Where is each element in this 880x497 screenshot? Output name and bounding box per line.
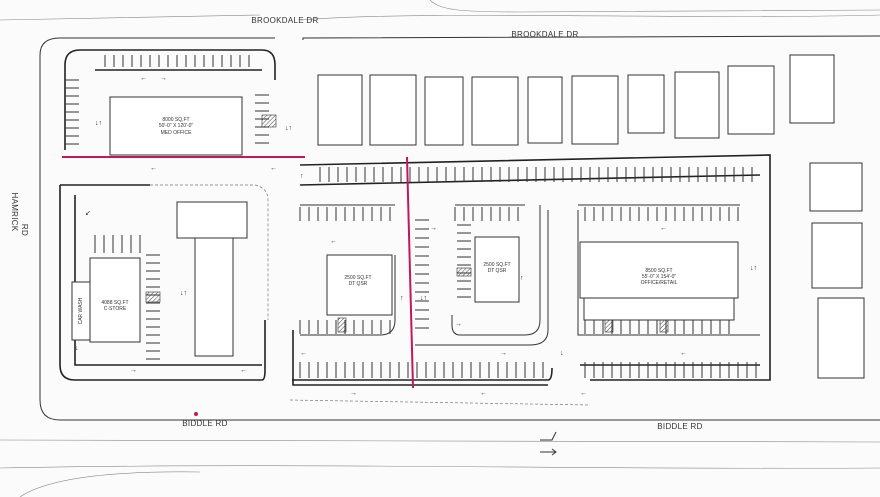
traffic-arrow-icon: ↓ bbox=[560, 350, 564, 357]
building-qsr-2: 2500 SQ.FT DT QSR bbox=[474, 236, 520, 303]
office-retail-area: 8500 SQ.FT bbox=[645, 268, 672, 274]
med-office-dims: 50'-0" X 120'-0" bbox=[159, 123, 194, 129]
traffic-arrow-icon: ↑ bbox=[400, 295, 404, 302]
qsr-1-area: 2500 SQ.FT bbox=[344, 275, 371, 281]
road-label-brookdale-left: BROOKDALE DR bbox=[251, 16, 318, 25]
traffic-arrow-icon: ↑ bbox=[300, 173, 304, 180]
qsr-2-use: DT QSR bbox=[488, 268, 507, 274]
qsr-2-area: 2500 SQ.FT bbox=[483, 262, 510, 268]
traffic-arrow-icon: ← bbox=[150, 165, 157, 172]
traffic-arrow-icon: ← bbox=[300, 350, 307, 357]
traffic-arrow-icon: ← bbox=[140, 75, 147, 82]
c-store-use: C-STORE bbox=[104, 306, 127, 312]
office-retail-dims: 55'-0" X 154'-0" bbox=[642, 274, 677, 280]
survey-marker bbox=[194, 412, 198, 416]
traffic-arrow-icon: ↓↑ bbox=[95, 120, 102, 127]
traffic-arrow-icon: ↓↑ bbox=[285, 125, 292, 132]
turn-lane-arrows bbox=[540, 431, 557, 456]
road-label-hamrick-2: RD bbox=[20, 224, 29, 236]
building-c-store: 4088 SQ.FT C-STORE CAR WASH bbox=[71, 201, 248, 357]
road-label-biddle-left: BIDDLE RD bbox=[182, 419, 227, 428]
traffic-arrow-icon: ← bbox=[480, 390, 487, 397]
road-label-brookdale-right: BROOKDALE DR bbox=[511, 30, 578, 39]
traffic-arrow-icon: → bbox=[430, 225, 437, 232]
med-office-area: 8000 SQ.FT bbox=[162, 117, 189, 123]
traffic-arrow-icon: ↑ bbox=[520, 275, 524, 282]
traffic-arrow-icon: → bbox=[130, 367, 137, 374]
office-retail-use: OFFICE/RETAIL bbox=[641, 280, 678, 286]
traffic-arrow-icon: ← bbox=[330, 238, 337, 245]
traffic-arrow-icon: ↓ bbox=[75, 345, 79, 352]
traffic-arrow-icon: → bbox=[455, 321, 462, 328]
qsr-1-use: DT QSR bbox=[349, 281, 368, 287]
med-office-use: MED OFFICE bbox=[161, 130, 192, 136]
road-label-hamrick-1: HAMRICK bbox=[10, 193, 19, 232]
parcel-outlines bbox=[59, 49, 771, 406]
traffic-arrows: ←→↓↑↓↑←←↓↑→←←↑↓↑→↑→←↓↑→←←←→←↓↑↙↓ bbox=[75, 75, 757, 397]
road-label-biddle-right: BIDDLE RD bbox=[657, 422, 702, 431]
traffic-arrow-icon: ← bbox=[660, 225, 667, 232]
traffic-arrow-icon: → bbox=[160, 75, 167, 82]
traffic-arrow-icon: ← bbox=[240, 367, 247, 374]
traffic-arrow-icon: ↓↑ bbox=[420, 295, 427, 302]
car-wash-label: CAR WASH bbox=[78, 297, 84, 324]
traffic-arrow-icon: ↓↑ bbox=[180, 290, 187, 297]
traffic-arrow-icon: → bbox=[500, 350, 507, 357]
traffic-arrow-icon: ↙ bbox=[85, 210, 91, 217]
neighbor-buildings bbox=[317, 54, 865, 379]
c-store-area: 4088 SQ.FT bbox=[101, 300, 128, 306]
traffic-arrow-icon: → bbox=[350, 390, 357, 397]
traffic-arrow-icon: ↓↑ bbox=[750, 265, 757, 272]
traffic-arrow-icon: ← bbox=[680, 350, 687, 357]
property-lines bbox=[62, 156, 414, 389]
traffic-arrow-icon: ← bbox=[580, 390, 587, 397]
building-qsr-1: 2500 SQ.FT DT QSR bbox=[326, 254, 393, 316]
building-office-retail: 8500 SQ.FT 55'-0" X 154'-0" OFFICE/RETAI… bbox=[579, 241, 739, 321]
building-med-office: 8000 SQ.FT 50'-0" X 120'-0" MED OFFICE bbox=[109, 96, 243, 156]
traffic-arrow-icon: ← bbox=[270, 165, 277, 172]
